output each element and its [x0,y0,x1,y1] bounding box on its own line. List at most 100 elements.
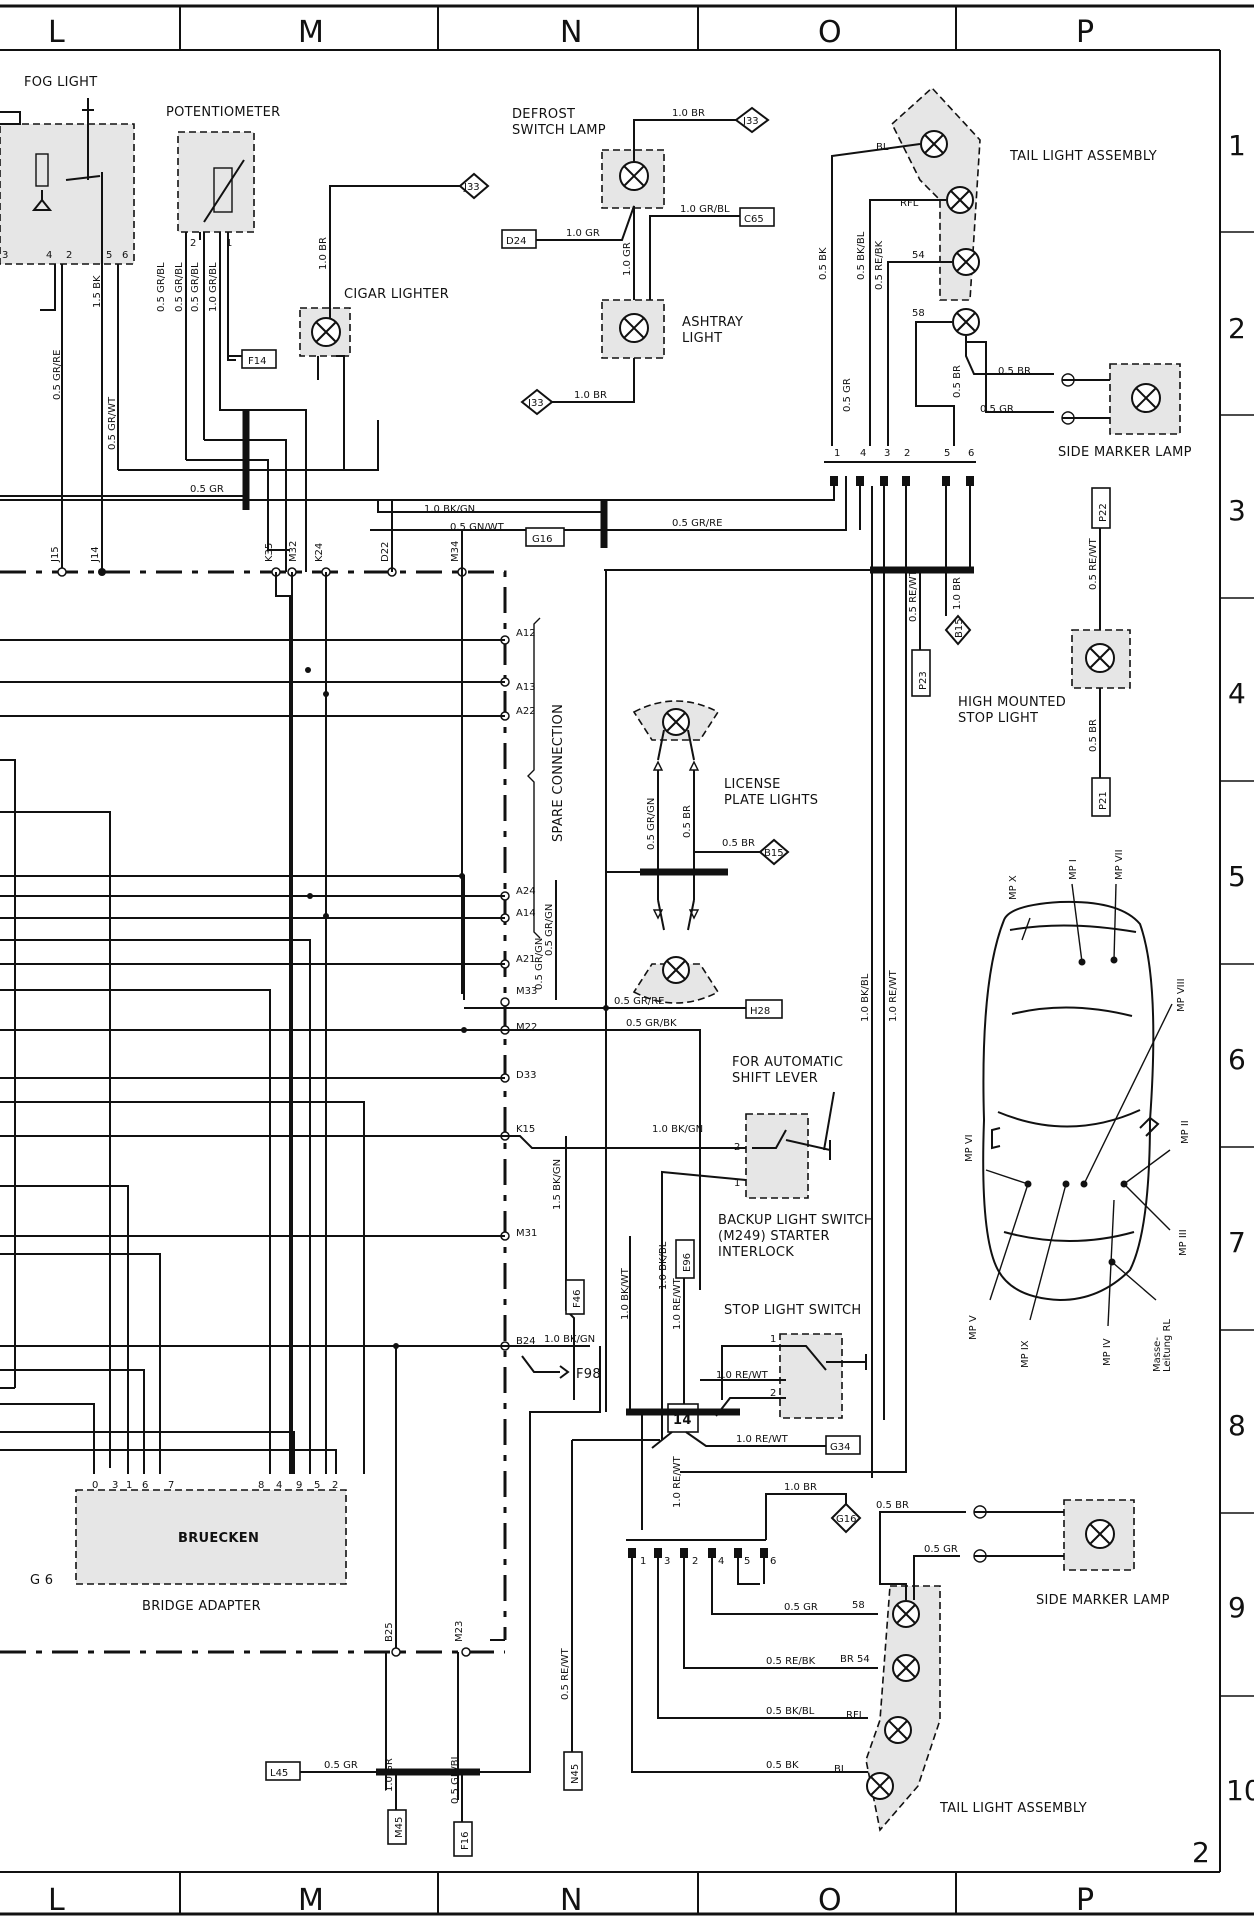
wire-05-grre-h: 0.5 GR/RE [672,518,722,529]
wire-grbl-10: 1.0 GR/BL [208,262,219,312]
wire-grwt-left: 0.5 GR/WT [107,396,118,450]
wire-bkgn-v: 0.5 GR/GN [534,938,545,990]
wire-10-bkbl-v: 1.0 BK/BL [658,1241,669,1290]
stop-pin-2: 2 [770,1388,776,1399]
fog-light: FOG LIGHT 3 4 2 5 6 1.5 BK 0.5 GR/RE 0.5… [0,75,379,572]
col-footer-l: L [48,1883,65,1918]
masse-label-1: Masse- [1152,1337,1163,1372]
wire-05-br-sm: 0.5 BR [876,1500,909,1511]
tail-top-pin-6: 6 [968,448,974,459]
row-9: 9 [1228,1591,1246,1624]
ashtray-light: ASHTRAY LIGHT J33 1.0 BR [520,299,743,416]
tail-bot-pin-1: 1 [640,1556,646,1567]
term-m31: M31 [516,1228,537,1239]
wire-10-grbl: 1.0 GR/BL [680,204,730,215]
wire-05-gnwt: 0.5 GN/WT [450,522,505,533]
row-5: 5 [1228,860,1246,893]
col-footer-n: N [560,1883,582,1918]
defrost-switch-lamp: DEFROST SWITCH LAMP J33 1.0 BR D24 1.0 G… [501,106,775,300]
page-number: 2 [1192,1836,1210,1869]
wire-05-gr-b: 0.5 GR [980,404,1014,415]
tail-bottom-lamps [866,1600,920,1800]
conn-p23: P23 [918,671,929,690]
row-6: 6 [1228,1043,1246,1076]
wire-05-rewt-p: 0.5 RE/WT [1088,537,1099,590]
term-k15: K15 [516,1124,535,1135]
wire-05-br-a: 0.5 BR [998,366,1031,377]
license-plate-lights: LICENSE PLATE LIGHTS 0.5 GR/GN 0.5 BR B1… [464,700,818,1290]
side-marker-lamp-top: SIDE MARKER LAMP [1058,363,1192,460]
mp-x: MP X [1008,875,1019,900]
row-7: 7 [1228,1226,1246,1259]
wire-10-bkwt: 1.0 BK/WT [620,1267,631,1320]
wire-10-bkgn-k15: 1.0 BK/GN [652,1124,703,1135]
wire-10-br-g16: 1.0 BR [784,1482,817,1493]
bridge-pin-5: 5 [314,1480,320,1491]
junction-14-label: 14 [673,1413,692,1428]
ashtray-label-1: ASHTRAY [682,315,743,330]
term-a13: A13 [516,682,536,693]
wire-05-gr-sm: 0.5 GR [924,1544,958,1555]
tail-light-assembly-top: TAIL LIGHT ASSEMBLY BL RFL 54 58 0.5 BK … [818,86,1157,446]
wire-10-br-cig: 1.0 BR [318,237,329,270]
dash-buses [0,570,507,1654]
term-k35: K35 [264,543,275,562]
conn-l45: L45 [270,1768,288,1779]
backup-label-1: BACKUP LIGHT SWITCH [718,1213,874,1228]
conn-j33-b: J33 [742,116,759,127]
harness-lines [0,572,505,1652]
bridge-pin-4: 4 [276,1480,282,1491]
tail-top-pins: 1 4 3 2 5 6 [834,448,974,459]
wire-05-bk-bl: 0.5 BK [766,1760,799,1771]
conn-p21: P21 [1098,791,1109,810]
row-4: 4 [1228,677,1246,710]
wire-1-5-bk: 1.5 BK [92,275,103,308]
ashtray-label-2: LIGHT [682,331,722,346]
row-1: 1 [1228,129,1246,162]
term-k24: K24 [314,543,325,562]
wire-05-gr-h: 0.5 GR [190,484,224,495]
bridge-pin-7: 7 [168,1480,174,1491]
license-label-2: PLATE LIGHTS [724,793,818,808]
wire-05-rebk-54: 0.5 RE/BK [766,1656,816,1667]
tail-top-connector: 1 4 3 2 5 6 P23 0.5 RE/WT B15 1.0 BR [600,448,976,1473]
tail-bot-rfl: RFL [846,1710,865,1721]
wire-grre-left: 0.5 GR/RE [52,350,63,400]
tail-bot-pin-6: 6 [770,1556,776,1567]
g6-label: G 6 [30,1573,53,1588]
potentiometer-label: POTENTIOMETER [166,105,280,120]
side-marker-top-label: SIDE MARKER LAMP [1058,445,1192,460]
side-marker-lamp-bottom: SIDE MARKER LAMP [973,1499,1169,1608]
wire-10-br-ash: 1.0 BR [574,390,607,401]
wire-05-br-p: 0.5 BR [1088,719,1099,752]
conn-f16: F16 [460,1832,471,1850]
tail-top-bl: BL [876,142,889,153]
fog-pin-5: 5 [106,250,112,261]
backup-light-switch: FOR AUTOMATIC SHIFT LEVER 2 1 1.0 BK/GN … [505,1055,874,1440]
conn-f46: F46 [572,1290,583,1308]
defrost-label-1: DEFROST [512,107,575,122]
conn-e96: E96 [682,1253,693,1272]
term-a24: A24 [516,886,536,897]
tail-bot-pin-2: 2 [692,1556,698,1567]
term-a14: A14 [516,908,536,919]
tail-bot-pin-5: 5 [744,1556,750,1567]
wire-10-rewt: 1.0 RE/WT [888,969,899,1022]
col-header-o: O [818,15,842,50]
tail-bot-bl: BL [834,1764,847,1775]
column-headers-top: L M N O P [48,15,1094,50]
wire-grbl-b: 0.5 GR/BL [174,262,185,312]
hmsl-label-1: HIGH MOUNTED [958,695,1066,710]
bridge-pins: 0 3 1 6 7 8 4 9 5 2 [92,1480,338,1491]
col-header-m: M [298,15,324,50]
tail-light-top-label: TAIL LIGHT ASSEMBLY [1009,149,1157,164]
wire-10-bkbl: 1.0 BK/BL [860,973,871,1022]
tail-top-rfl: RFL [900,198,919,209]
bridge-pin-9: 9 [296,1480,302,1491]
conn-j33-a: J33 [463,182,480,193]
tail-bot-58: 58 [852,1600,865,1611]
column-headers-bottom: L M N O P [48,1883,1094,1918]
bridge-pin-8: 8 [258,1480,264,1491]
bridge-adapter: BRUECKEN G 6 BRIDGE ADAPTER 0 3 1 6 7 8 … [30,1480,347,1614]
term-m23: M23 [454,1621,465,1642]
